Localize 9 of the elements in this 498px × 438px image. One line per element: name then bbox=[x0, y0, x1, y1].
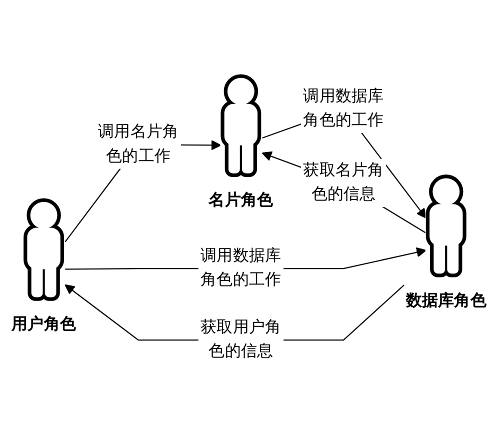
edge-label: 调用数据库角色的工作 bbox=[200, 246, 282, 290]
arrow bbox=[262, 151, 426, 234]
edge-label: 获取名片角色的信息 bbox=[303, 161, 384, 204]
node-label: 用户角色 bbox=[12, 315, 76, 334]
node-text: 数据库角色 bbox=[406, 292, 486, 310]
edge-label: 调用名片角色的工作 bbox=[98, 122, 179, 166]
edge-label: 获取用户角色的信息 bbox=[200, 318, 282, 361]
node-text: 名片角色 bbox=[208, 191, 274, 210]
edge-label: 调用数据库角色的工作 bbox=[303, 87, 384, 130]
